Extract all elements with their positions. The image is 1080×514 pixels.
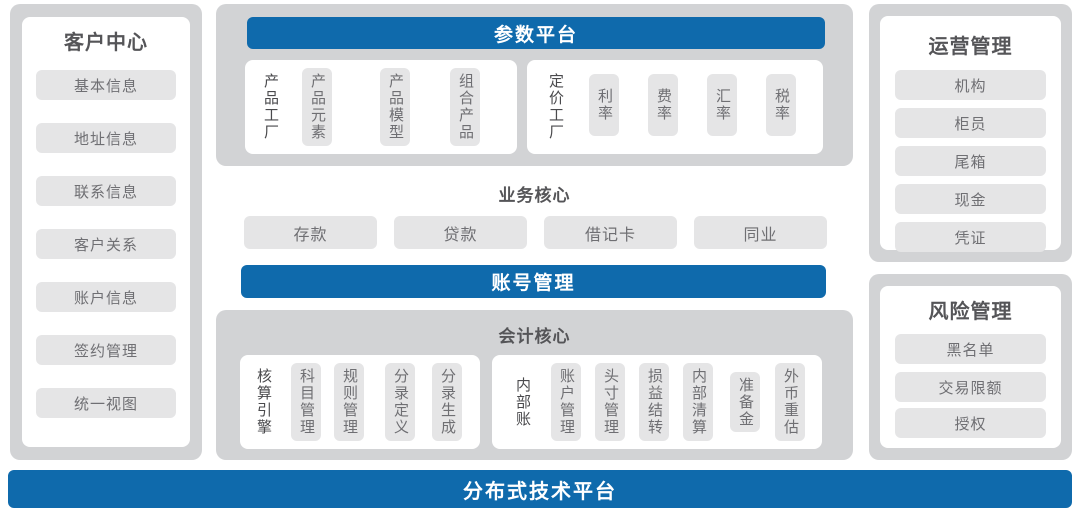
sidebar-item-label: 基本信息: [73, 77, 138, 95]
param-item-tax-rate[interactable]: 税率: [766, 74, 796, 136]
sidebar-item-address-info[interactable]: 地址信息: [36, 123, 176, 153]
sidebar-item-label: 统一视图: [73, 395, 138, 413]
acct-item-rule-management[interactable]: 规则管理: [334, 363, 364, 441]
distributed-tech-platform-bar: 分布式技术平台: [8, 470, 1072, 508]
ops-item-institution[interactable]: 机构: [895, 70, 1046, 100]
ops-item-teller[interactable]: 柜员: [895, 108, 1046, 138]
customer-center-title: 客户中心: [64, 32, 148, 54]
sidebar-item-label: 地址信息: [73, 130, 138, 148]
sidebar-item-label: 联系信息: [73, 183, 138, 201]
sidebar-item-unified-view[interactable]: 统一视图: [36, 388, 176, 418]
sidebar-item-label: 客户关系: [73, 236, 138, 254]
acct-item-subject-management[interactable]: 科目管理: [291, 363, 321, 441]
business-item-interbank[interactable]: 同业: [694, 216, 827, 249]
parameter-platform-header: 参数平台: [247, 17, 825, 49]
ops-item-cash-box[interactable]: 尾箱: [895, 146, 1046, 176]
acct-item-pl-carryover[interactable]: 损益结转: [639, 363, 669, 441]
risk-item-authorization[interactable]: 授权: [895, 408, 1046, 438]
ops-item-cash[interactable]: 现金: [895, 184, 1046, 214]
sidebar-item-label: 签约管理: [73, 342, 138, 360]
accounting-core-title: 会计核心: [498, 327, 571, 346]
operations-management-title: 运营管理: [928, 36, 1013, 58]
acct-item-fx-revaluation[interactable]: 外币重估: [775, 363, 805, 441]
ops-item-voucher[interactable]: 凭证: [895, 222, 1046, 252]
param-item-product-element[interactable]: 产品元素: [302, 68, 332, 146]
param-item-exchange-rate[interactable]: 汇率: [707, 74, 737, 136]
acct-item-internal-clearing[interactable]: 内部清算: [683, 363, 713, 441]
internal-ledger-label: 内部账: [513, 376, 531, 428]
acct-item-position-management[interactable]: 头寸管理: [595, 363, 625, 441]
acct-item-reserve[interactable]: 准备金: [730, 372, 760, 432]
sidebar-item-account-info[interactable]: 账户信息: [36, 282, 176, 312]
acct-item-entry-definition[interactable]: 分录定义: [385, 363, 415, 441]
account-management-header: 账号管理: [241, 265, 826, 298]
acct-item-account-management[interactable]: 账户管理: [551, 363, 581, 441]
risk-item-blacklist[interactable]: 黑名单: [895, 334, 1046, 364]
param-item-fee-rate[interactable]: 费率: [648, 74, 678, 136]
param-item-interest-rate[interactable]: 利率: [589, 74, 619, 136]
business-core-title: 业务核心: [498, 186, 571, 205]
param-item-product-model[interactable]: 产品模型: [380, 68, 410, 146]
sidebar-item-basic-info[interactable]: 基本信息: [36, 70, 176, 100]
business-item-deposit[interactable]: 存款: [244, 216, 377, 249]
param-item-combo-product[interactable]: 组合产品: [450, 68, 480, 146]
sidebar-item-label: 账户信息: [73, 289, 138, 307]
sidebar-item-customer-relation[interactable]: 客户关系: [36, 229, 176, 259]
pricing-factory-label: 定价工厂: [546, 73, 564, 141]
sidebar-item-contact-info[interactable]: 联系信息: [36, 176, 176, 206]
risk-item-transaction-limit[interactable]: 交易限额: [895, 372, 1046, 402]
risk-management-title: 风险管理: [928, 301, 1013, 323]
business-item-debit-card[interactable]: 借记卡: [544, 216, 677, 249]
product-factory-label: 产品工厂: [261, 73, 279, 141]
accounting-engine-label: 核算引擎: [254, 368, 272, 436]
sidebar-item-contract-management[interactable]: 签约管理: [36, 335, 176, 365]
acct-item-entry-generation[interactable]: 分录生成: [432, 363, 462, 441]
business-item-loan[interactable]: 贷款: [394, 216, 527, 249]
